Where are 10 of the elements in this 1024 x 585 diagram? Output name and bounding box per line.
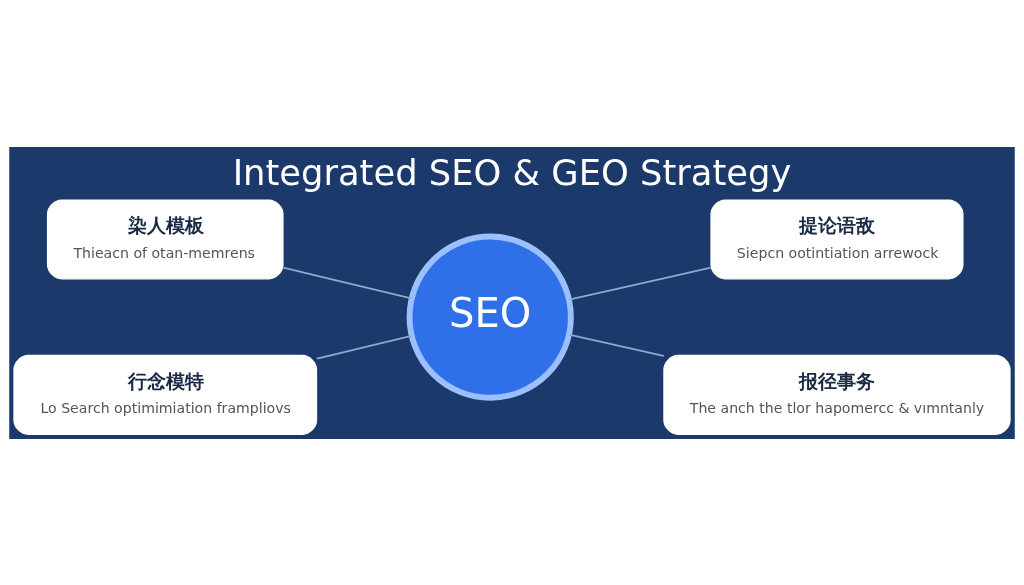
node-circle: SEO: [406, 233, 574, 401]
connector: [316, 334, 413, 359]
node-box: 染人模板 Thieacn of otan-memrens: [46, 198, 284, 279]
connector: [568, 266, 712, 300]
node-box: 行念模特 Lo Search optimimiation frampliovs: [13, 354, 318, 435]
connector: [282, 266, 413, 299]
node-box: 报径事务 The anch the tlor hapomercc & vımntanly: [663, 354, 1011, 435]
connector: [568, 333, 665, 357]
diagram-title: Integrated SEO & GEO Strategy: [232, 151, 792, 193]
node-box: 提论语敌 Siepcn ootintiation arrewock: [710, 198, 964, 279]
